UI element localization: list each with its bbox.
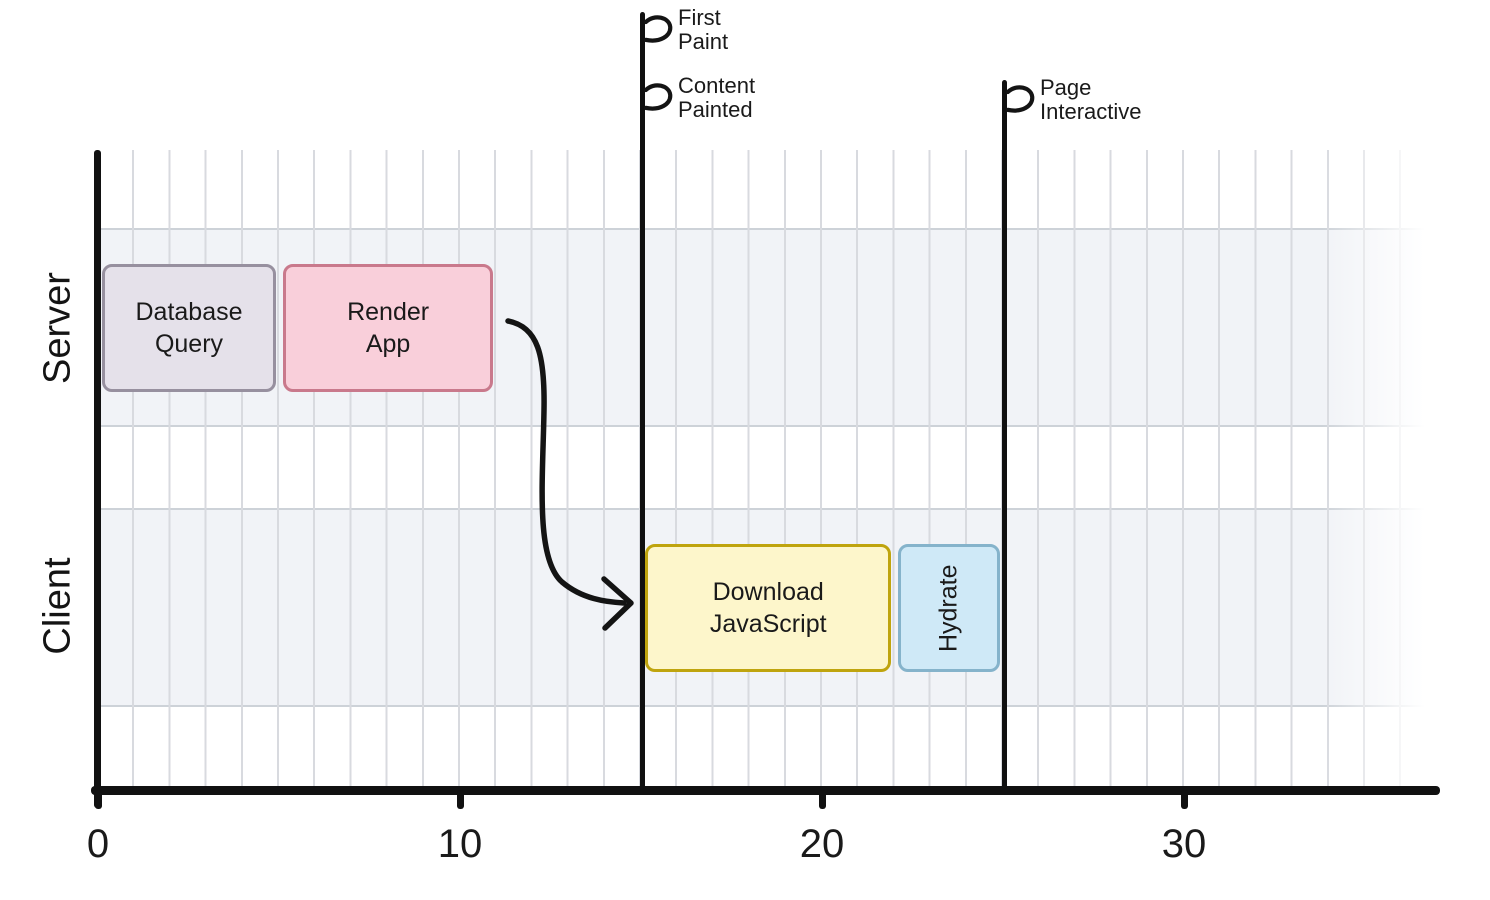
x-tick-label: 10 xyxy=(437,822,483,866)
x-tick-10 xyxy=(456,790,464,809)
x-tick-20 xyxy=(818,790,826,809)
milestone-line-paint xyxy=(640,12,645,790)
flag-icon xyxy=(643,82,673,115)
x-tick-label: 30 xyxy=(1161,822,1207,866)
task-label: Render App xyxy=(347,297,430,359)
x-tick-label: 20 xyxy=(799,822,845,866)
flag-icon xyxy=(643,14,673,47)
x-tick-30 xyxy=(1180,790,1188,809)
task-label: Hydrate xyxy=(934,564,963,652)
task-hydrate: Hydrate xyxy=(898,544,1000,672)
milestone-label-page-interactive: Page Interactive xyxy=(1040,75,1142,124)
x-tick-0 xyxy=(94,790,102,809)
lane-label-server: Server xyxy=(36,272,79,384)
milestone-label-first-paint: First Paint xyxy=(678,5,729,54)
task-render-app: Render App xyxy=(283,264,494,392)
task-database-query: Database Query xyxy=(102,264,276,392)
milestone-line-interactive xyxy=(1002,80,1007,790)
vertical-gridlines xyxy=(98,150,1440,790)
y-axis-line xyxy=(93,150,101,808)
grid-fade-right xyxy=(1322,145,1450,787)
task-label: Download JavaScript xyxy=(709,577,827,639)
flag-icon xyxy=(1005,84,1035,117)
task-download-javascript: Download JavaScript xyxy=(645,544,892,672)
x-tick-label: 0 xyxy=(86,822,110,866)
lane-label-client: Client xyxy=(36,557,79,655)
x-axis-line xyxy=(91,786,1440,795)
task-label: Database Query xyxy=(135,297,243,359)
milestone-label-content-painted: Content Painted xyxy=(678,73,756,122)
